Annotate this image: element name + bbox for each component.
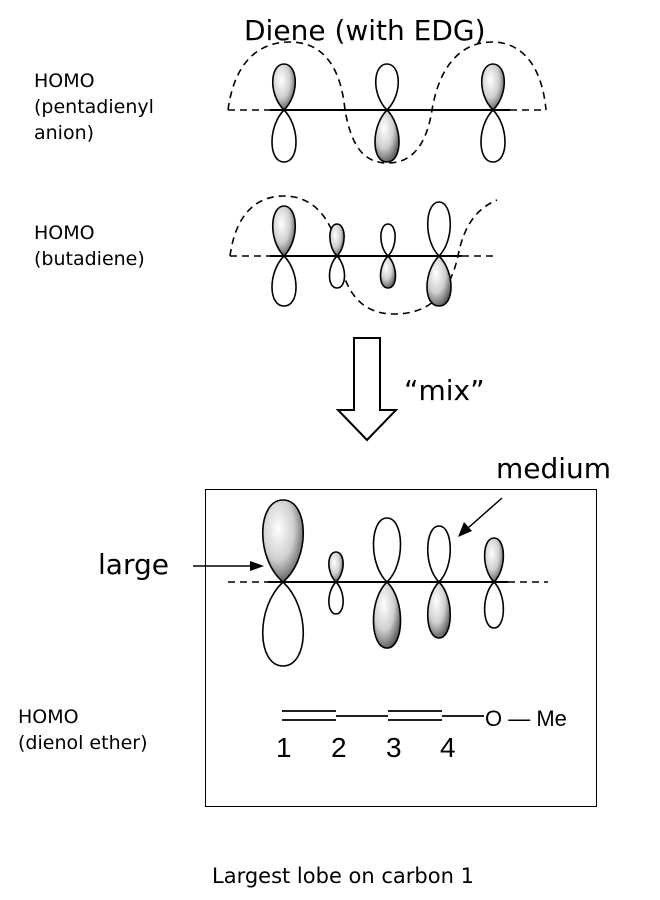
medium-label: medium bbox=[496, 452, 612, 485]
homo-pentadienyl-label: HOMO (pentadienyl anion) bbox=[34, 70, 154, 144]
butadiene-phase-wave bbox=[229, 195, 498, 315]
lobe-open bbox=[271, 254, 297, 307]
large-label: large bbox=[98, 548, 169, 581]
butadiene-homo-orbitals bbox=[229, 195, 498, 315]
dienol-ether-homo-orbitals bbox=[228, 499, 548, 667]
lobe-shaded bbox=[328, 551, 344, 584]
dienol-ether-structure bbox=[282, 710, 484, 721]
lobe-shaded bbox=[426, 254, 452, 307]
lobe-open-large bbox=[261, 580, 305, 667]
homo-dienol-ether-label: HOMO (dienol ether) bbox=[18, 706, 148, 754]
lobe-open bbox=[427, 201, 451, 258]
large-pointer-arrow bbox=[193, 561, 264, 571]
diagram-title: Diene (with EDG) bbox=[244, 14, 486, 47]
carbon-number-1: 1 bbox=[276, 732, 292, 763]
lobe-shaded-medium bbox=[427, 580, 451, 639]
lobe-shaded bbox=[374, 108, 400, 163]
lobe-open bbox=[483, 580, 505, 629]
lobe-open bbox=[372, 517, 402, 584]
lobe-open bbox=[480, 108, 506, 163]
carbon-number-3: 3 bbox=[386, 732, 402, 763]
lobe-shaded bbox=[329, 223, 345, 258]
dienol-ether-box bbox=[205, 489, 597, 807]
lobe-shaded bbox=[483, 537, 505, 584]
homo-butadiene-label: HOMO (butadiene) bbox=[34, 222, 145, 270]
medium-pointer-arrow bbox=[458, 497, 503, 537]
caption: Largest lobe on carbon 1 bbox=[212, 864, 474, 888]
lobe-shaded bbox=[481, 63, 505, 112]
lobe-open bbox=[380, 223, 396, 258]
lobe-shaded bbox=[272, 205, 296, 258]
mix-label: “mix” bbox=[404, 374, 485, 407]
lobe-open bbox=[328, 580, 344, 615]
lobe-shaded bbox=[272, 63, 296, 112]
lobe-open bbox=[375, 63, 399, 112]
lobe-open-medium bbox=[427, 525, 451, 584]
lobe-open bbox=[271, 108, 297, 163]
lobe-open bbox=[328, 254, 346, 289]
pentadienyl-phase-wave bbox=[227, 41, 547, 164]
carbon-number-4: 4 bbox=[440, 732, 456, 763]
lobe-shaded-large bbox=[262, 499, 304, 584]
lobe-shaded bbox=[372, 580, 402, 649]
oxygen-methyl-label: O — Me bbox=[485, 706, 567, 731]
carbon-number-2: 2 bbox=[331, 732, 347, 763]
mix-arrow bbox=[335, 337, 399, 442]
pentadienyl-homo-orbitals bbox=[227, 41, 547, 164]
lobe-shaded bbox=[379, 254, 397, 289]
